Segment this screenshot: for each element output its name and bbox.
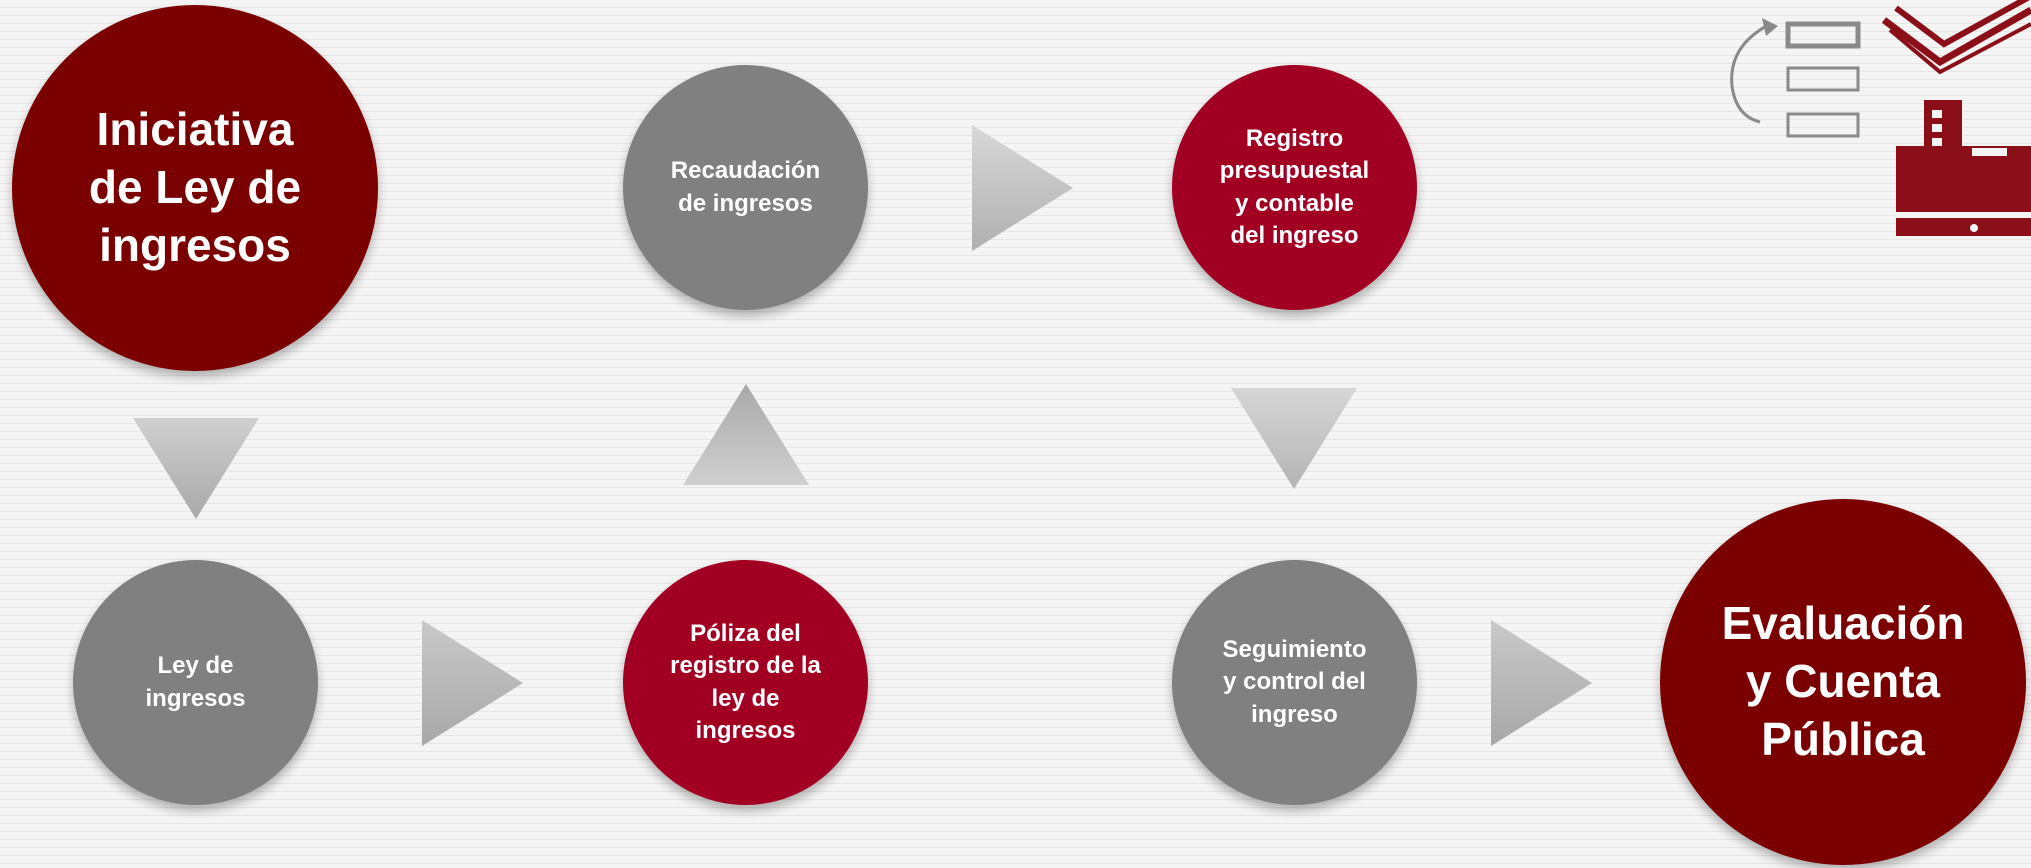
node-registro-presupuestal: Registro presupuestal y contable del ing… [1172, 65, 1417, 310]
books-icon [1881, 0, 2031, 75]
node-label: Seguimiento y control del ingreso [1222, 635, 1367, 728]
node-label: Ley de ingresos [145, 652, 246, 712]
node-ley-ingresos: Ley de ingresos [73, 560, 318, 805]
arrow-down-1 [133, 418, 259, 519]
node-seguimiento-control: Seguimiento y control del ingreso [1172, 560, 1417, 805]
node-label: Registro presupuestal y contable del ing… [1219, 124, 1370, 249]
arrow-right-2 [972, 125, 1073, 251]
cash-register-icon [1896, 100, 2031, 236]
node-label: Póliza del registro de la ley de ingreso… [670, 619, 821, 744]
arrow-right-3 [1491, 620, 1592, 746]
arrow-right-1 [422, 620, 523, 746]
node-label: Iniciativa de Ley de ingresos [88, 103, 302, 271]
node-evaluacion-cuenta-publica: Evaluación y Cuenta Pública [1660, 499, 2026, 865]
node-label: Evaluación y Cuenta Pública [1721, 597, 1965, 765]
arrow-down-2 [1231, 388, 1357, 489]
arrow-up-1 [683, 384, 809, 485]
node-recaudacion-ingresos: Recaudación de ingresos [623, 65, 868, 310]
cycle-list-icon [1730, 18, 1861, 138]
node-label: Recaudación de ingresos [670, 157, 821, 217]
node-poliza-registro: Póliza del registro de la ley de ingreso… [623, 560, 868, 805]
node-iniciativa-ley-ingresos: Iniciativa de Ley de ingresos [12, 5, 378, 371]
